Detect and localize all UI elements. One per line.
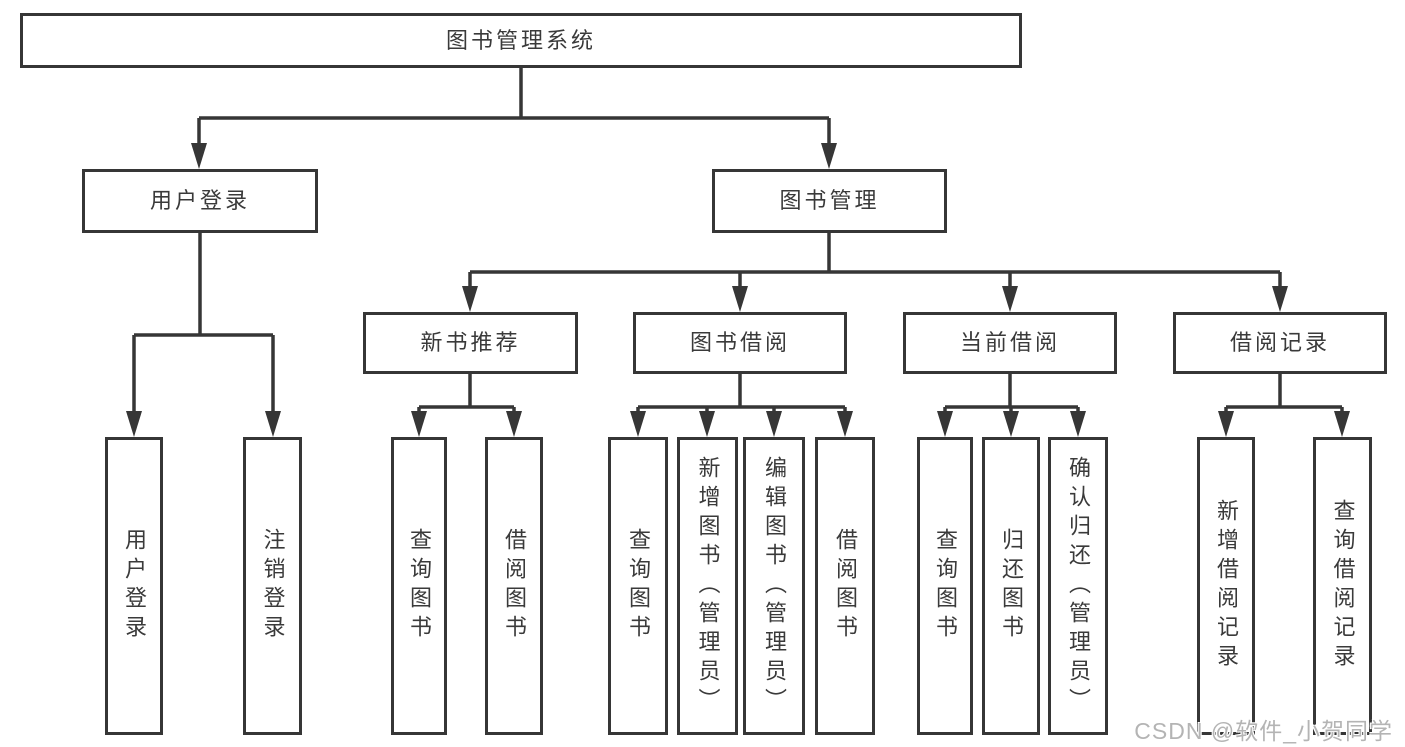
leaf-query-borrow-record-label: 查询借阅记录 [1330, 499, 1356, 673]
node-user-login: 用户登录 [82, 169, 318, 233]
leaf-logout-label: 注销登录 [260, 528, 286, 644]
leaf-user-login: 用户登录 [105, 437, 163, 735]
leaf-confirm-return-admin: 确认归还（管理员） [1048, 437, 1108, 735]
leaf-borrow-books-borrowing-label: 借阅图书 [833, 528, 858, 644]
node-current-borrowing-label: 当前借阅 [959, 330, 1060, 355]
root-node-label: 图书管理系统 [445, 27, 596, 53]
leaf-borrow-books-recommend: 借阅图书 [485, 437, 543, 735]
leaf-borrow-books-recommend-label: 借阅图书 [502, 528, 527, 644]
leaf-query-borrow-record: 查询借阅记录 [1313, 437, 1372, 735]
node-book-borrowing-label: 图书借阅 [689, 330, 790, 355]
leaf-query-books-recommend: 查询图书 [391, 437, 447, 735]
leaf-query-books-recommend-label: 查询图书 [407, 528, 432, 644]
leaf-add-borrow-record: 新增借阅记录 [1197, 437, 1255, 735]
node-borrowing-records: 借阅记录 [1173, 312, 1387, 374]
node-book-management-label: 图书管理 [779, 188, 880, 213]
leaf-query-books-current: 查询图书 [917, 437, 973, 735]
node-borrowing-records-label: 借阅记录 [1229, 330, 1330, 355]
leaf-logout: 注销登录 [243, 437, 302, 735]
node-user-login-label: 用户登录 [149, 188, 250, 213]
leaf-return-books-label: 归还图书 [999, 528, 1024, 644]
leaf-add-book-admin-label: 新增图书（管理员） [695, 455, 721, 717]
node-new-book-recommend: 新书推荐 [363, 312, 578, 374]
leaf-query-books-current-label: 查询图书 [933, 528, 958, 644]
leaf-add-borrow-record-label: 新增借阅记录 [1214, 499, 1239, 673]
leaf-add-book-admin: 新增图书（管理员） [677, 437, 738, 735]
leaf-confirm-return-admin-label: 确认归还（管理员） [1066, 455, 1091, 717]
leaf-return-books: 归还图书 [982, 437, 1040, 735]
csdn-watermark: CSDN @软件_小贺同学 [1134, 718, 1393, 744]
root-node: 图书管理系统 [20, 13, 1022, 68]
leaf-user-login-label: 用户登录 [122, 528, 147, 644]
leaf-query-books-borrowing-label: 查询图书 [626, 528, 651, 644]
leaf-edit-book-admin-label: 编辑图书（管理员） [762, 455, 787, 717]
leaf-edit-book-admin: 编辑图书（管理员） [743, 437, 805, 735]
node-book-borrowing: 图书借阅 [633, 312, 847, 374]
node-current-borrowing: 当前借阅 [903, 312, 1117, 374]
leaf-query-books-borrowing: 查询图书 [608, 437, 668, 735]
leaf-borrow-books-borrowing: 借阅图书 [815, 437, 875, 735]
node-book-management: 图书管理 [712, 169, 947, 233]
node-new-book-recommend-label: 新书推荐 [420, 330, 521, 355]
